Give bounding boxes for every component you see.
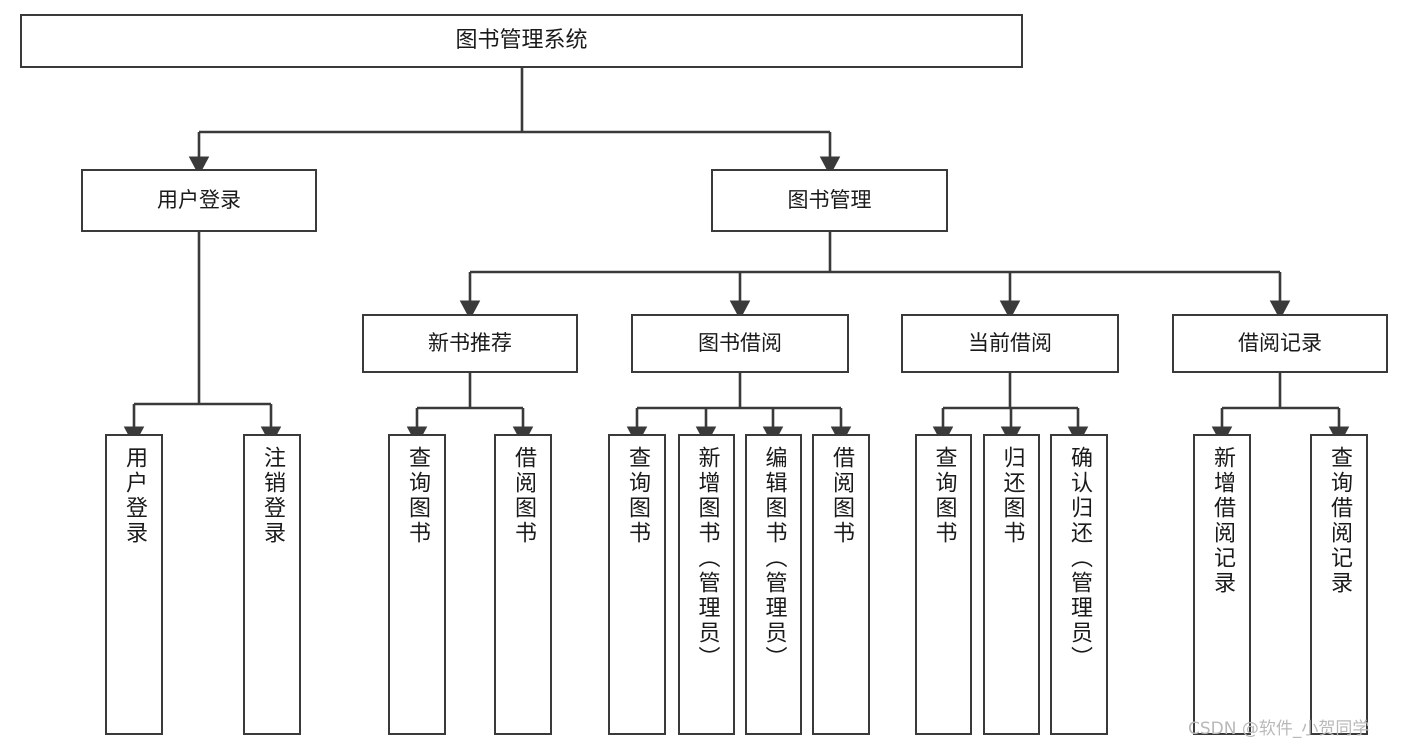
node-label: 归还图书 <box>999 446 1025 546</box>
leaf-new-book-borrow[interactable]: 借阅图书 <box>494 434 552 735</box>
node-label: 借阅图书 <box>511 446 536 546</box>
node-book-borrow[interactable]: 图书借阅 <box>631 314 849 373</box>
leaf-borrow-edit-book[interactable]: 编辑图书（管理员） <box>745 434 802 735</box>
node-borrow-record[interactable]: 借阅记录 <box>1172 314 1388 373</box>
node-root-system[interactable]: 图书管理系统 <box>20 14 1023 68</box>
leaf-borrow-borrow-book[interactable]: 借阅图书 <box>812 434 870 735</box>
node-label: 查询图书 <box>625 446 650 546</box>
node-label: 查询图书 <box>405 446 430 546</box>
leaf-user-login-signin[interactable]: 用户登录 <box>105 434 163 735</box>
leaf-new-book-query[interactable]: 查询图书 <box>388 434 446 735</box>
leaf-current-confirm-return[interactable]: 确认归还（管理员） <box>1050 434 1108 735</box>
node-label: 用户登录 <box>157 188 241 213</box>
leaf-user-login-signout[interactable]: 注销登录 <box>243 434 301 735</box>
node-label: 借阅记录 <box>1238 331 1322 356</box>
csdn-watermark: CSDN @软件_小贺同学 <box>1188 719 1370 739</box>
leaf-borrow-query-book[interactable]: 查询图书 <box>608 434 666 735</box>
node-new-book-recommend[interactable]: 新书推荐 <box>362 314 578 373</box>
leaf-current-query-book[interactable]: 查询图书 <box>915 434 972 735</box>
node-book-management[interactable]: 图书管理 <box>711 169 948 232</box>
leaf-borrow-add-book[interactable]: 新增图书（管理员） <box>678 434 735 735</box>
node-label: 查询借阅记录 <box>1327 446 1352 596</box>
leaf-record-query[interactable]: 查询借阅记录 <box>1310 434 1368 735</box>
node-user-login[interactable]: 用户登录 <box>81 169 317 232</box>
leaf-record-add[interactable]: 新增借阅记录 <box>1193 434 1251 735</box>
node-current-borrow[interactable]: 当前借阅 <box>901 314 1119 373</box>
node-label: 用户登录 <box>122 446 147 546</box>
node-label: 图书管理 <box>787 188 872 213</box>
node-label: 当前借阅 <box>968 331 1052 356</box>
node-label: 新书推荐 <box>428 331 512 356</box>
leaf-current-return-book[interactable]: 归还图书 <box>983 434 1040 735</box>
node-label: 编辑图书（管理员） <box>761 446 787 671</box>
node-label: 查询图书 <box>931 446 957 546</box>
node-label: 新增图书（管理员） <box>694 446 720 671</box>
node-label: 注销登录 <box>260 446 285 546</box>
node-label: 新增借阅记录 <box>1210 446 1235 596</box>
node-label: 确认归还（管理员） <box>1067 446 1092 671</box>
node-label: 图书借阅 <box>698 331 782 356</box>
node-label: 借阅图书 <box>829 446 854 546</box>
node-label: 图书管理系统 <box>455 28 588 54</box>
